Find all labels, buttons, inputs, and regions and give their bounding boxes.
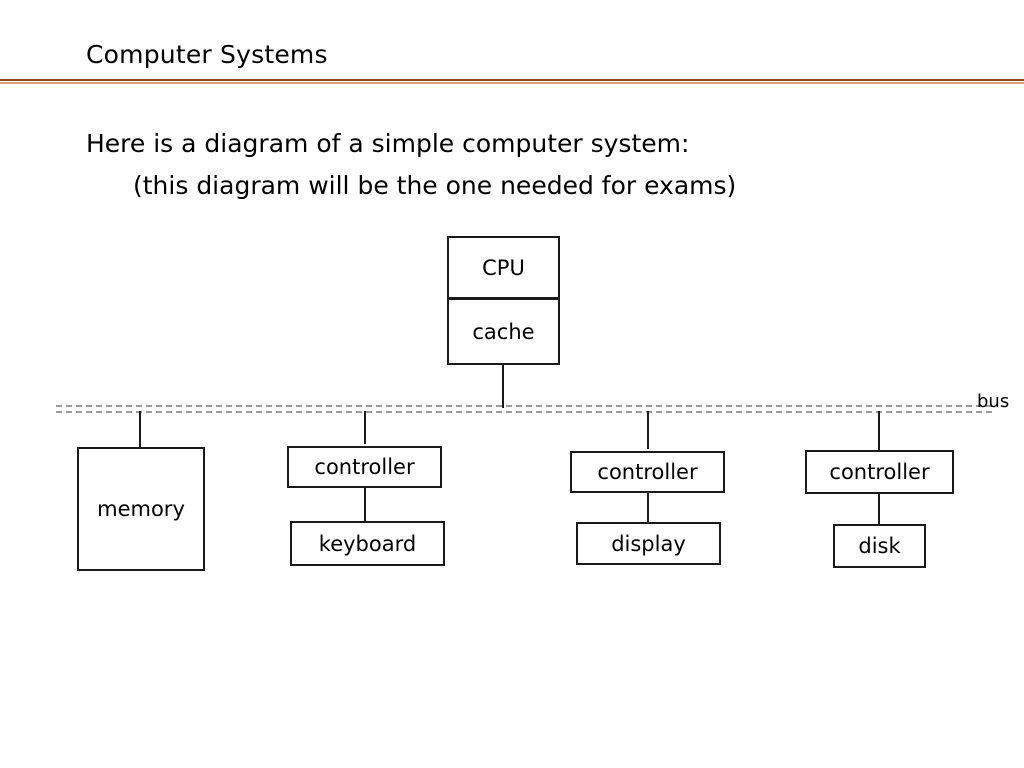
connector-bus-to-memory xyxy=(139,411,141,447)
connector-bus-to-controller-keyboard xyxy=(364,411,366,444)
diagram-node-controller-disk: controller xyxy=(805,450,954,494)
connector-cpu-to-bus xyxy=(502,365,504,408)
bus-label: bus xyxy=(977,391,1010,412)
connector-controller-to-display xyxy=(647,493,649,522)
body-text-line-1: Here is a diagram of a simple computer s… xyxy=(86,129,690,158)
connector-bus-to-controller-disk xyxy=(878,411,880,450)
bus-line-top xyxy=(56,405,992,407)
connector-controller-to-keyboard xyxy=(364,488,366,521)
title-rule-light xyxy=(0,82,1024,84)
bus-line-bottom xyxy=(56,411,992,413)
diagram-node-disk: disk xyxy=(833,524,926,568)
diagram-node-memory: memory xyxy=(77,447,205,571)
diagram-node-cpu: CPU xyxy=(447,236,560,299)
diagram-node-controller-keyboard: controller xyxy=(287,446,442,488)
body-text-line-2: (this diagram will be the one needed for… xyxy=(133,171,737,200)
title-rule-dark xyxy=(0,79,1024,81)
diagram-node-controller-display: controller xyxy=(570,451,725,493)
diagram-node-display: display xyxy=(576,522,721,565)
diagram-node-cache: cache xyxy=(447,298,560,365)
connector-bus-to-controller-display xyxy=(647,411,649,449)
diagram-node-keyboard: keyboard xyxy=(290,521,445,566)
connector-controller-to-disk xyxy=(878,494,880,524)
page-title: Computer Systems xyxy=(86,40,328,69)
